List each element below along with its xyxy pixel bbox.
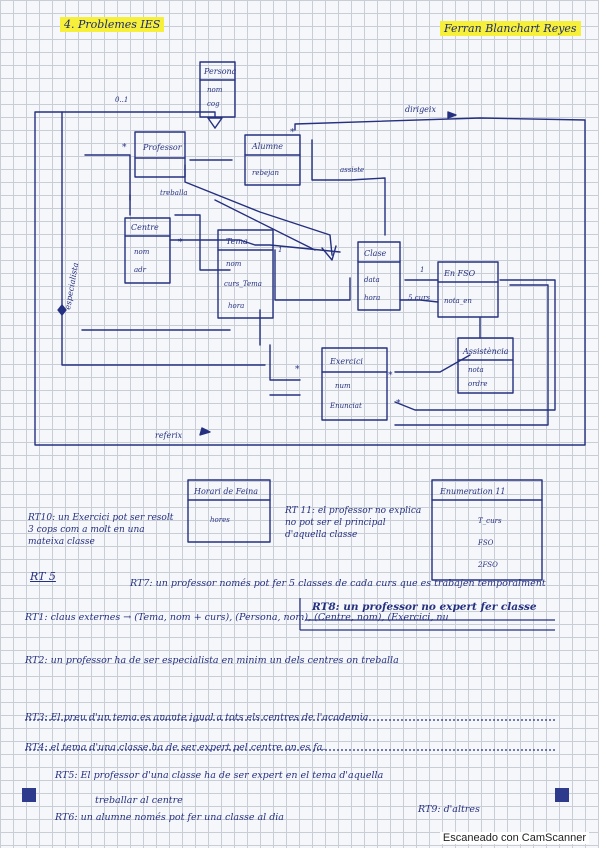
class-box-assistencia: Assistència nota ordre [457, 337, 514, 394]
scanner-watermark: Escaneado con CamScanner [439, 832, 589, 844]
inheritance-arrow [207, 117, 223, 129]
rule-rt6: RT6: un alumne només pot fer una classe … [55, 812, 284, 823]
rule-rt7: RT7: un professor només pot fer 5 classe… [130, 578, 546, 589]
svg-text:Tema: Tema [226, 237, 248, 246]
class-box-enum-fso: En FSO nota_en [437, 261, 499, 318]
svg-text:*: * [178, 238, 183, 248]
svg-text:Persona: Persona [203, 67, 237, 76]
svg-text:Enumeration 11: Enumeration 11 [439, 487, 506, 496]
class-box-enumeracio: Enumeration 11 T_curs FSO 2FSO [431, 479, 543, 581]
rule-rt3: RT3: El preu d'un tema es anante igual a… [25, 712, 369, 723]
svg-text:assiste: assiste [340, 166, 364, 174]
svg-text:rebejan: rebejan [252, 169, 279, 177]
svg-text:nota_en: nota_en [444, 297, 472, 305]
rule-rt5c: treballar al centre [95, 795, 183, 806]
association-labels: treballa assiste especialista dirigeix r… [63, 96, 436, 440]
arrow-head-dirigeix [447, 111, 457, 119]
rule-rt8: RT8: un professor no expert fer classe [312, 601, 537, 613]
svg-text:5 curs: 5 curs [408, 294, 430, 302]
svg-text:especialista: especialista [63, 262, 80, 311]
svg-text:*: * [396, 399, 401, 409]
rule-rt9: RT9: d'altres [418, 804, 480, 815]
svg-text:T_curs: T_curs [478, 517, 502, 525]
svg-text:FSO: FSO [477, 539, 494, 547]
svg-text:2FSO: 2FSO [477, 561, 498, 569]
svg-text:nota: nota [468, 366, 484, 374]
rule-rt11: RT 11: el professor no explica no pot se… [285, 506, 422, 541]
svg-text:nom: nom [207, 86, 223, 94]
scan-corner-mark-right [555, 788, 569, 802]
arrow-head-classe [321, 245, 337, 261]
svg-text:ordre: ordre [468, 380, 488, 388]
svg-text:Assistència: Assistència [462, 347, 509, 356]
class-box-horari: Horari de Feina hores [187, 479, 271, 543]
rule-rt1: RT1: claus externes → (Tema, nom + curs)… [25, 612, 449, 623]
svg-text:Clase: Clase [364, 249, 387, 258]
svg-text:hora: hora [228, 302, 244, 310]
svg-text:1: 1 [420, 266, 424, 274]
class-box-tema: Tema nom curs_Tema hora [217, 229, 274, 319]
class-box-professor: Professor [134, 131, 186, 178]
svg-text:Horari de Feina: Horari de Feina [193, 487, 258, 496]
rule-rt4: RT4: el tema d'una classe ha de ser expe… [25, 742, 326, 753]
svg-text:Professor: Professor [142, 143, 183, 152]
class-box-alumne: Alumne rebejan [244, 134, 301, 186]
svg-text:curs_Tema: curs_Tema [224, 280, 262, 288]
svg-text:cog: cog [207, 100, 220, 108]
class-box-classe: Clase data hora [357, 241, 401, 311]
rule-rt2: RT2: un professor ha de ser especialista… [25, 655, 399, 666]
rule-rt5-label: RT 5 [30, 570, 56, 583]
svg-text:*: * [290, 128, 295, 138]
svg-text:referix: referix [155, 431, 183, 440]
svg-text:hora: hora [364, 294, 380, 302]
svg-text:*: * [388, 371, 393, 381]
arrow-head-refereix [199, 427, 211, 436]
svg-text:*: * [122, 143, 127, 153]
rule-rt10: RT10: un Exercici pot ser resolt 3 cops … [28, 513, 174, 548]
class-box-persona: Persona nom cog [199, 61, 237, 118]
rule-rt5b: RT5: El professor d'una classe ha de ser… [55, 770, 384, 781]
svg-text:En FSO: En FSO [443, 269, 476, 278]
svg-text:dirigeix: dirigeix [405, 105, 436, 114]
svg-text:Centre: Centre [131, 223, 159, 232]
svg-text:1: 1 [278, 246, 282, 254]
svg-text:adr: adr [134, 266, 147, 274]
svg-text:*: * [295, 365, 300, 375]
diamond-especialista [57, 304, 67, 316]
svg-text:treballa: treballa [160, 189, 188, 197]
svg-text:Alumne: Alumne [251, 142, 283, 151]
svg-text:Enunciat: Enunciat [329, 402, 362, 410]
svg-text:num: num [335, 382, 351, 390]
svg-text:nom: nom [134, 248, 150, 256]
class-box-exercici: Exercici num Enunciat [321, 347, 388, 421]
title-left: 4. Problemes IES [60, 17, 165, 32]
svg-text:0..1: 0..1 [115, 96, 128, 104]
scan-corner-mark-left [22, 788, 36, 802]
class-box-centre: Centre nom adr [124, 217, 171, 284]
svg-text:data: data [364, 276, 380, 284]
title-right: Ferran Blanchart Reyes [440, 21, 581, 36]
association-lines [34, 111, 586, 446]
svg-text:hores: hores [210, 516, 230, 524]
svg-text:nom: nom [226, 260, 242, 268]
svg-text:Exercici: Exercici [329, 357, 363, 366]
